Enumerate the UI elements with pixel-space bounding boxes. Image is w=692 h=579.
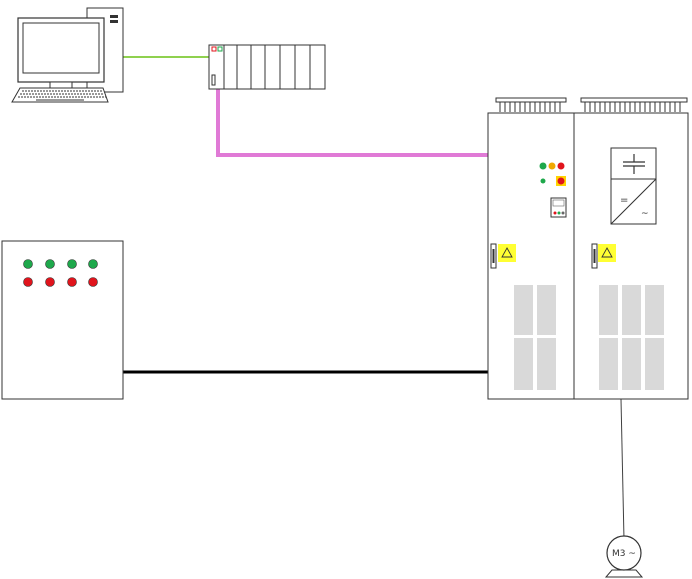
panel-lamp-red xyxy=(23,277,33,287)
plc-led-red xyxy=(211,46,217,52)
panel-lamp-red xyxy=(45,277,55,287)
cabinet-fan-right xyxy=(580,97,688,112)
plc-rack xyxy=(208,44,326,90)
drive-cabinet: = ~ xyxy=(487,97,689,400)
dc-sign: = xyxy=(620,195,628,206)
panel-lamp-green xyxy=(23,259,33,269)
warning-icon-right xyxy=(598,244,616,262)
motor-label: M3 ~ xyxy=(612,549,636,559)
cabinet-lamp-amber xyxy=(548,162,556,170)
control-panel xyxy=(1,240,124,400)
motor-cable xyxy=(620,398,625,541)
plc-led-green xyxy=(217,46,223,52)
converter-symbol: = ~ xyxy=(610,147,657,225)
vent-grille-left xyxy=(514,285,556,390)
ac-sign: ~ xyxy=(641,209,649,219)
selector-switch xyxy=(550,197,567,218)
warning-icon-left xyxy=(498,244,516,262)
motor-icon: M3 ~ xyxy=(604,535,644,578)
door-handle-left xyxy=(490,243,497,269)
emergency-stop-button xyxy=(556,176,566,186)
vent-grille-right xyxy=(599,285,664,390)
panel-lamp-red xyxy=(88,277,98,287)
cabinet-fan-left xyxy=(495,97,567,112)
computer-icon xyxy=(11,7,124,103)
panel-lamp-green xyxy=(67,259,77,269)
profibus-cable xyxy=(216,88,489,157)
panel-lamp-green xyxy=(88,259,98,269)
cabinet-lamp-green xyxy=(539,162,547,170)
panel-lamp-red xyxy=(67,277,77,287)
panel-lamp-green xyxy=(45,259,55,269)
cabinet-lamp-small xyxy=(540,178,546,184)
cabinet-lamp-red xyxy=(557,162,565,170)
door-handle-right xyxy=(591,243,598,269)
